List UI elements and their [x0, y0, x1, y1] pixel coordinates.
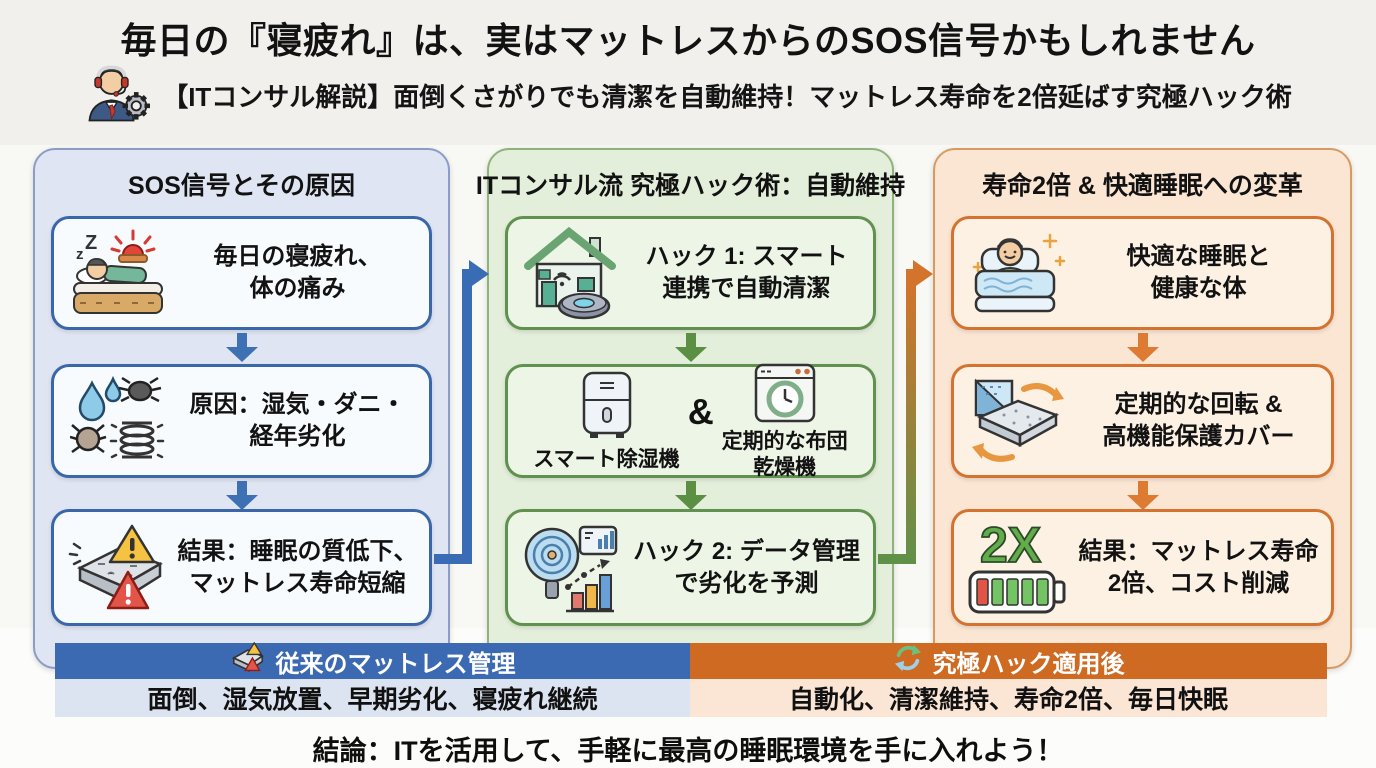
connector-blue-arrowhead-icon — [469, 260, 489, 288]
svg-text:Z: Z — [85, 232, 97, 254]
after-detail-bar: 自動化、清潔維持、寿命2倍、毎日快眠 — [690, 679, 1327, 717]
before-detail-text: 面倒、湿気放置、早期劣化、寝疲れ継続 — [147, 686, 598, 714]
dehumidifier-label: スマート除湿機 — [533, 447, 680, 471]
box-comfortable-sleep-text: 快適な睡眠と 健康な体 — [1126, 243, 1271, 302]
box-comfortable-sleep: 快適な睡眠と 健康な体 — [951, 216, 1334, 330]
dehumidifier-cell: スマート除湿機 — [533, 370, 680, 472]
box-hack1-text: ハック 1: スマート 連携で自動清潔 — [645, 243, 848, 302]
box-rotation-cover: 定期的な回転 & 高機能保護カバー — [951, 364, 1334, 478]
futon-dryer-cell: 定期的な布団 乾燥機 — [722, 362, 848, 479]
column-sos-header: SOS信号とその原因 — [127, 172, 356, 200]
svg-text:z: z — [76, 246, 84, 263]
comfortable-sleep-icon — [962, 227, 1074, 319]
column-hacks-header: ITコンサル流 究極ハック術：自動維持 — [475, 172, 906, 200]
moisture-mites-spring-icon — [62, 375, 174, 467]
futon-dryer-label: 定期的な布団 乾燥機 — [721, 430, 848, 479]
dehumidifier-icon — [578, 370, 636, 447]
box-result-lifespan: 2X 結果：マットレス寿命 2倍、コスト削減 — [951, 509, 1334, 626]
box-rotation-cover-text: 定期的な回転 & 高機能保護カバー — [1102, 391, 1295, 450]
conclusion-text: 結論：ITを活用して、手軽に最高の睡眠環境を手に入れよう！ — [312, 736, 1064, 766]
sleeping-person-alarm-icon: z Z — [62, 229, 174, 317]
down-arrow-icon — [1126, 481, 1159, 510]
before-header-label: 従来のマットレス管理 — [275, 650, 516, 678]
before-detail-bar: 面倒、湿気放置、早期劣化、寝疲れ継続 — [55, 679, 690, 717]
box-hack2-text: ハック 2: データ管理 で劣化を予測 — [633, 537, 860, 597]
before-header-bar: 従来のマットレス管理 — [55, 641, 690, 681]
after-header-bar: 究極ハック適用後 — [690, 643, 1327, 679]
down-arrow-icon — [225, 333, 258, 362]
after-detail-text: 自動化、清潔維持、寿命2倍、毎日快眠 — [789, 686, 1228, 714]
page-subtitle: 【ITコンサル解説】面倒くさがりでも清潔を自動維持！マットレス寿命を2倍延ばす究… — [162, 81, 1292, 112]
box-hack1: ハック 1: スマート 連携で自動清潔 — [505, 216, 876, 330]
magnifier-analytics-icon — [516, 521, 628, 615]
down-arrow-icon — [674, 481, 707, 510]
old-mattress-warning-icon — [230, 641, 266, 681]
smart-home-robot-vacuum-icon — [516, 226, 628, 320]
page-title: 毎日の『寝疲れ』は、実はマットレスからのSOS信号かもしれません — [120, 20, 1256, 61]
box-daily-fatigue-text: 毎日の寝疲れ、 体の痛み — [213, 243, 382, 302]
consultant-headset-gear-icon — [84, 63, 151, 128]
degraded-mattress-warning-icon — [62, 522, 174, 614]
box-causes: 原因：湿気・ダニ・ 経年劣化 — [51, 364, 432, 478]
column-results: 寿命2倍 & 快適睡眠への変革 — [933, 148, 1352, 669]
box-result-lifespan-text: 結果：マットレス寿命 2倍、コスト削減 — [1078, 537, 1319, 597]
down-arrow-icon — [225, 481, 258, 510]
after-header-label: 究極ハック適用後 — [932, 650, 1125, 678]
battery-2x-icon: 2X — [962, 518, 1074, 618]
column-results-header: 寿命2倍 & 快適睡眠への変革 — [982, 172, 1303, 200]
box-result-degradation-text: 結果：睡眠の質低下、 マットレス寿命短縮 — [177, 537, 418, 597]
down-arrow-icon — [1126, 333, 1159, 362]
box-causes-text: 原因：湿気・ダニ・ 経年劣化 — [189, 391, 406, 450]
subtitle-row: 【ITコンサル解説】面倒くさがりでも清潔を自動維持！マットレス寿命を2倍延ばす究… — [0, 64, 1376, 126]
column-sos-causes: SOS信号とその原因 z Z — [33, 148, 450, 669]
refresh-cycle-icon — [893, 643, 923, 680]
svg-text:2X: 2X — [980, 518, 1041, 573]
box-result-degradation: 結果：睡眠の質低下、 マットレス寿命短縮 — [51, 509, 432, 626]
down-arrow-icon — [674, 333, 707, 362]
box-hack2: ハック 2: データ管理 で劣化を予測 — [505, 509, 876, 626]
box-daily-fatigue: z Z 毎日の寝疲れ、 体の痛み — [51, 216, 432, 330]
connector-orange-arrowhead-icon — [913, 260, 933, 288]
futon-dryer-icon — [753, 362, 817, 429]
ampersand-text: & — [687, 391, 714, 432]
column-ultimate-hacks: ITコンサル流 究極ハック術：自動維持 ハック 1: — [476, 148, 905, 669]
box-devices: スマート除湿機 & 定期的な布団 乾燥機 — [505, 362, 876, 479]
mattress-rotation-cover-icon — [962, 375, 1074, 467]
